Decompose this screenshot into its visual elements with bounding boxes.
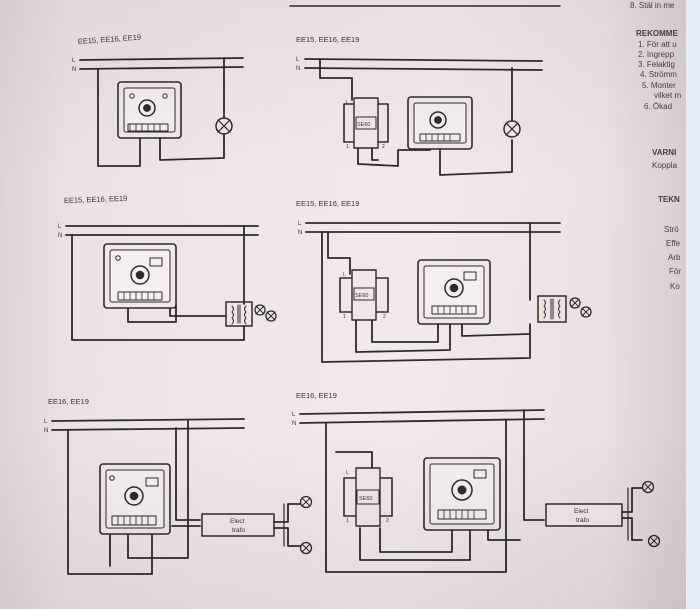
d5-elect-trafo bbox=[201, 513, 275, 537]
diagram-3 bbox=[65, 225, 277, 341]
side-varning-heading: VARNI bbox=[652, 148, 676, 157]
side-tekn-heading: TEKN bbox=[658, 195, 680, 204]
d6-trafo-line2: trafo bbox=[576, 517, 589, 524]
side-tekn-item: För bbox=[669, 267, 681, 276]
side-tekn-item: Strö bbox=[664, 225, 679, 234]
d6-line-n bbox=[299, 418, 545, 424]
d2-label-l: L bbox=[296, 57, 300, 63]
d6-label-n: N bbox=[292, 421, 296, 427]
side-rekommend-item: 3. Felaktig bbox=[638, 60, 675, 69]
side-tekn-item: Arb bbox=[668, 253, 681, 262]
d5-trafo-line1: Elect bbox=[230, 518, 245, 525]
d4-terminal-l: L bbox=[343, 272, 346, 278]
d3-transformer bbox=[225, 301, 253, 327]
d1-line-n bbox=[79, 66, 244, 70]
side-rekommend-item: 4. Strömm bbox=[640, 70, 677, 79]
d6-terminal-2: 2 bbox=[386, 518, 389, 524]
d5-trafo-line2: trafo bbox=[232, 527, 245, 534]
diagram-6 bbox=[299, 409, 661, 573]
d5-line-l bbox=[51, 418, 245, 422]
d5-heading: EE16, EE19 bbox=[48, 397, 89, 406]
d2-label-n: N bbox=[296, 66, 300, 72]
d1-lamp-icon bbox=[215, 117, 233, 135]
d2-lamp-icon bbox=[503, 120, 521, 138]
d5-line-n bbox=[51, 427, 245, 431]
d6-elect-trafo bbox=[545, 503, 623, 527]
d4-label-l: L bbox=[298, 221, 302, 227]
d6-trafo-line1: Elect bbox=[574, 508, 589, 515]
d2-line-n bbox=[304, 67, 543, 71]
d1-line-l bbox=[79, 57, 244, 61]
side-rekommend-heading: REKOMME bbox=[636, 29, 678, 38]
right-edge-strip bbox=[686, 0, 700, 609]
d6-heading: EE16, EE19 bbox=[296, 391, 337, 400]
diagram-5 bbox=[51, 418, 313, 575]
d2-line-l bbox=[304, 58, 543, 62]
d6-switch-label: SE60 bbox=[359, 496, 372, 502]
d5-label-n: N bbox=[44, 428, 48, 434]
d6-terminal-1: 1 bbox=[346, 518, 349, 524]
d4-terminal-2: 2 bbox=[383, 314, 386, 320]
side-rekommend-item: vilket m bbox=[654, 91, 681, 100]
d6-label-l: L bbox=[292, 412, 296, 418]
d2-terminal-1: 1 bbox=[346, 144, 349, 150]
d2-heading: EE15, EE16, EE19 bbox=[296, 35, 359, 44]
side-tekn-item: Effe bbox=[666, 239, 681, 248]
diagram-2 bbox=[304, 58, 543, 176]
d4-heading: EE15, EE16, EE19 bbox=[296, 199, 359, 208]
d3-label-l: L bbox=[58, 224, 62, 230]
d2-terminal-l: L bbox=[346, 100, 349, 106]
d5-label-l: L bbox=[44, 419, 48, 425]
d3-heading: EE15, EE16, EE19 bbox=[64, 194, 128, 205]
side-rekommend-item: 5. Monter bbox=[642, 81, 676, 90]
d1-label-l: L bbox=[72, 58, 76, 64]
d4-label-n: N bbox=[298, 230, 302, 236]
side-rekommend-item: 6. Ökad bbox=[644, 102, 672, 111]
side-rekommend-item: 2. Ingrepp bbox=[638, 50, 675, 59]
d1-heading: EE15, EE16, EE19 bbox=[78, 33, 142, 46]
side-top-line: 8. Stäl in me bbox=[630, 1, 675, 10]
diagram-1 bbox=[79, 57, 244, 167]
d3-label-n: N bbox=[58, 233, 62, 239]
d2-terminal-2: 2 bbox=[382, 144, 385, 150]
d2-switch-label: SE60 bbox=[357, 122, 370, 128]
d1-label-n: N bbox=[72, 67, 76, 73]
d4-switch-label: SE60 bbox=[355, 293, 368, 299]
side-tekn-item: Ko bbox=[670, 282, 680, 291]
diagram-4 bbox=[305, 222, 592, 363]
d4-terminal-1: 1 bbox=[343, 314, 346, 320]
side-rekommend-item: 1. För att u bbox=[638, 40, 677, 49]
d6-line-l bbox=[299, 409, 545, 415]
side-varning-line: Koppla bbox=[652, 161, 677, 170]
d6-terminal-l: L bbox=[346, 470, 349, 476]
d4-transformer bbox=[537, 295, 567, 323]
